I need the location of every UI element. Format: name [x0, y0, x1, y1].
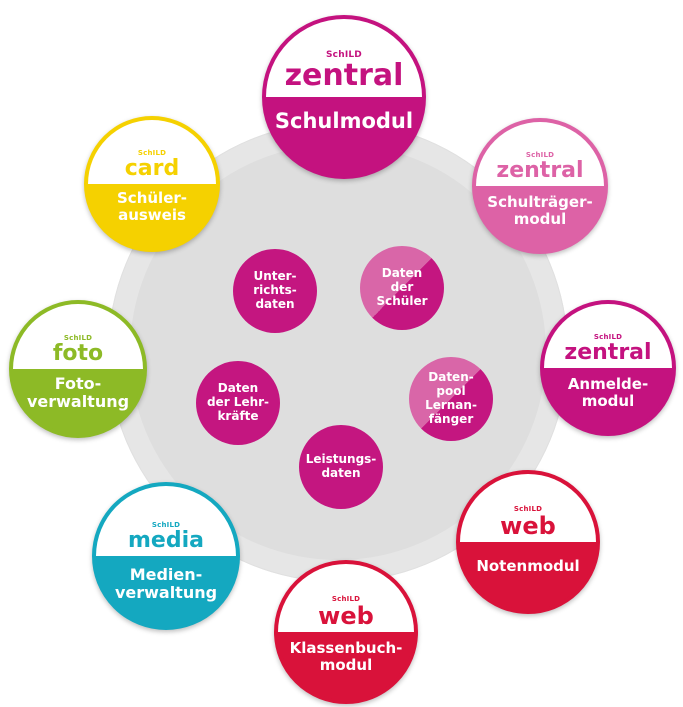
module-notenmodul: SchILD web Notenmodul: [456, 470, 600, 614]
module-fotoverwaltung: SchILD foto Foto- verwaltung: [9, 300, 147, 438]
module-product: web: [318, 602, 374, 630]
data-circle-label: Leistungs- daten: [305, 452, 377, 480]
module-product: media: [128, 528, 204, 553]
module-brand: SchILD: [326, 50, 362, 60]
module-product: card: [124, 156, 180, 181]
module-label: Medien- verwaltung: [114, 565, 218, 603]
module-product: zentral: [496, 158, 584, 183]
data-circle-unterrichtsdaten: Unter- richts- daten: [233, 249, 317, 333]
data-circle-daten-der-schueler: Daten der Schüler: [360, 246, 444, 330]
module-schulmodul: SchILD zentral Schulmodul: [262, 15, 426, 179]
module-medienverwaltung: SchILD media Medien- verwaltung: [92, 482, 240, 630]
module-brand: SchILD: [137, 149, 167, 157]
module-klassenbuchmodul: SchILD web Klassenbuch- modul: [274, 560, 418, 704]
module-label: Notenmodul: [476, 557, 580, 575]
module-brand: SchILD: [63, 334, 93, 342]
module-label: Schulträger- modul: [487, 193, 593, 229]
module-label: Anmelde- modul: [567, 375, 649, 411]
module-product: zentral: [284, 58, 404, 93]
module-brand: SchILD: [513, 505, 543, 513]
data-circle-datenpool-lernanfaenger: Daten- pool Lernan- fänger: [409, 357, 493, 441]
module-label: Schulmodul: [274, 109, 414, 133]
module-anmeldemodul: SchILD zentral Anmelde- modul: [540, 300, 676, 436]
module-schultraegermodul: SchILD zentral Schulträger- modul: [472, 118, 608, 254]
module-product: web: [500, 512, 556, 540]
module-brand: SchILD: [525, 151, 555, 159]
module-label: Foto- verwaltung: [26, 374, 130, 412]
module-brand: SchILD: [593, 333, 623, 341]
module-product: zentral: [564, 340, 652, 365]
data-circle-label: Daten der Lehr- kräfte: [206, 381, 270, 423]
module-product: foto: [52, 341, 104, 366]
data-circle-label: Unter- richts- daten: [253, 269, 297, 311]
module-schuelerausweis: SchILD card Schüler- ausweis: [84, 116, 220, 252]
module-label: Klassenbuch- modul: [289, 639, 403, 675]
data-circle-label: Daten der Schüler: [376, 266, 428, 308]
data-circle-label: Daten- pool Lernan- fänger: [425, 370, 477, 426]
module-brand: SchILD: [331, 595, 361, 603]
module-brand: SchILD: [151, 521, 181, 529]
module-label: Schüler- ausweis: [117, 189, 187, 225]
data-circle-leistungsdaten: Leistungs- daten: [299, 425, 383, 509]
data-circle-daten-der-lehrkraefte: Daten der Lehr- kräfte: [196, 361, 280, 445]
